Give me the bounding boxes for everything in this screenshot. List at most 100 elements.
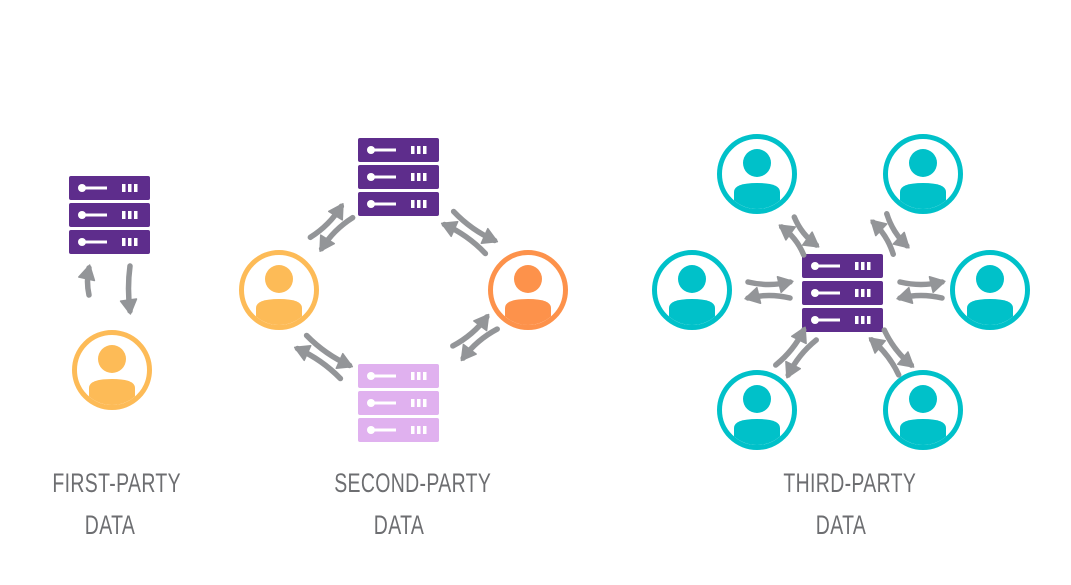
server-line bbox=[373, 428, 396, 432]
server-led bbox=[367, 426, 375, 434]
second-party-user-right-icon bbox=[488, 250, 568, 330]
third-party-user-bottom-left-icon bbox=[717, 370, 797, 450]
server-vent bbox=[122, 238, 126, 246]
server-led bbox=[367, 372, 375, 380]
server-led bbox=[811, 289, 819, 297]
server-vent bbox=[128, 238, 132, 246]
server-vent bbox=[134, 184, 138, 192]
first-party-label-line1: FIRST-PARTY bbox=[52, 468, 181, 498]
server-led bbox=[367, 146, 375, 154]
server-line bbox=[373, 148, 396, 152]
server-slab bbox=[69, 203, 150, 227]
server-vent bbox=[867, 316, 871, 324]
server-led bbox=[78, 184, 86, 192]
user-head bbox=[265, 265, 293, 293]
second-party-arrows-top-left-in bbox=[318, 214, 356, 252]
third-party-server-icon bbox=[802, 254, 883, 332]
server-vent bbox=[423, 426, 427, 434]
third-party-arrows-bottom-left-out bbox=[785, 337, 819, 379]
server-line bbox=[373, 175, 396, 179]
second-party-arrows-top-right bbox=[440, 208, 499, 257]
server-vent bbox=[134, 211, 138, 219]
third-party-arrows-bottom-left bbox=[773, 326, 819, 379]
first-party-arrow-down bbox=[119, 263, 138, 315]
third-party-user-left-icon bbox=[652, 250, 732, 330]
second-party-arrows-top-right-in bbox=[440, 220, 489, 257]
server-vent bbox=[417, 146, 421, 154]
server-vent bbox=[417, 200, 421, 208]
arrow-head bbox=[776, 276, 794, 294]
server-slab bbox=[358, 418, 439, 442]
third-party-user-top-right-icon bbox=[883, 134, 963, 214]
arrow-head bbox=[319, 234, 336, 252]
server-line bbox=[84, 186, 107, 190]
server-vent bbox=[122, 211, 126, 219]
first-party-arrow-up bbox=[78, 264, 96, 298]
second-party-label-line1: SECOND-PARTY bbox=[334, 468, 492, 498]
user-head bbox=[743, 149, 771, 177]
third-party-arrows-bottom-right-out bbox=[881, 327, 915, 368]
user-ring bbox=[72, 330, 152, 410]
server-led bbox=[811, 316, 819, 324]
user-ring bbox=[883, 370, 963, 450]
server-led bbox=[367, 200, 375, 208]
server-vent bbox=[855, 316, 859, 324]
server-vent bbox=[417, 372, 421, 380]
server-vent bbox=[855, 262, 859, 270]
server-vent bbox=[411, 372, 415, 380]
user-head bbox=[98, 345, 126, 373]
server-vent bbox=[122, 184, 126, 192]
arrow-head bbox=[460, 343, 477, 362]
server-vent bbox=[134, 238, 138, 246]
server-slab bbox=[358, 138, 439, 162]
server-vent bbox=[423, 200, 427, 208]
server-line bbox=[373, 374, 396, 378]
arrow-head bbox=[778, 224, 797, 241]
second-party-arrows-bottom-left bbox=[293, 332, 354, 382]
third-party-label-line1: THIRD-PARTY bbox=[783, 468, 917, 498]
third-party-arrows-top-right-in bbox=[884, 211, 910, 249]
third-party-arrows-right-in bbox=[896, 286, 945, 304]
server-vent bbox=[867, 262, 871, 270]
arrow-head bbox=[480, 227, 499, 245]
server-vent bbox=[411, 173, 415, 181]
user-head bbox=[743, 385, 771, 413]
server-vent bbox=[423, 146, 427, 154]
server-slab bbox=[69, 230, 150, 254]
server-slab bbox=[358, 165, 439, 189]
server-vent bbox=[867, 289, 871, 297]
user-ring bbox=[488, 250, 568, 330]
server-vent bbox=[417, 426, 421, 434]
server-vent bbox=[411, 399, 415, 407]
user-ring bbox=[717, 134, 797, 214]
server-slab bbox=[802, 308, 883, 332]
server-line bbox=[373, 401, 396, 405]
user-body bbox=[900, 419, 946, 445]
server-slab bbox=[802, 254, 883, 278]
server-vent bbox=[855, 289, 859, 297]
arrow-head bbox=[440, 220, 459, 238]
third-party-arrows-right bbox=[896, 276, 946, 304]
arrow-head bbox=[744, 286, 762, 304]
server-led bbox=[367, 399, 375, 407]
arrow-head bbox=[785, 360, 802, 379]
third-party-user-right-icon bbox=[950, 250, 1030, 330]
user-body bbox=[734, 419, 780, 445]
server-vent bbox=[128, 184, 132, 192]
server-vent bbox=[411, 200, 415, 208]
third-party-label-line2: DATA bbox=[815, 510, 867, 540]
server-line bbox=[817, 291, 840, 295]
user-ring bbox=[950, 250, 1030, 330]
arrow-head bbox=[928, 276, 946, 294]
arrow-head bbox=[790, 326, 807, 345]
arrow-head bbox=[870, 219, 888, 237]
third-party-arrows-bottom-right bbox=[868, 327, 915, 378]
second-party-server-bottom-icon bbox=[358, 364, 439, 442]
second-party-arrows-bottom-right bbox=[450, 313, 500, 362]
user-head bbox=[976, 265, 1004, 293]
third-party-arrows-bottom-left-in bbox=[773, 326, 807, 368]
arrow-head bbox=[119, 298, 138, 315]
server-vent bbox=[423, 173, 427, 181]
server-vent bbox=[861, 316, 865, 324]
server-vent bbox=[411, 426, 415, 434]
